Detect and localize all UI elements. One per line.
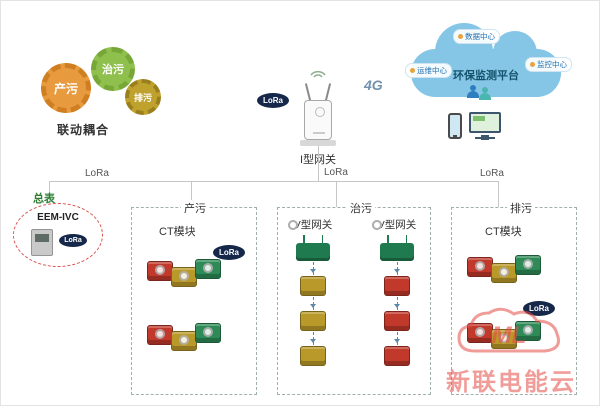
connector-produce xyxy=(191,181,192,207)
bus-label-lora-left: LoRa xyxy=(83,168,111,179)
meter-lora-badge: LoRa xyxy=(59,234,87,247)
ct-module-red xyxy=(467,257,493,277)
vtype-gateway-icon xyxy=(296,235,330,261)
gear-produce-label: 产污 xyxy=(53,81,78,96)
cloud-badge-operations: 运维中心 xyxy=(405,63,452,78)
ct-module-yellow xyxy=(300,311,326,331)
wifi-waves-icon xyxy=(310,70,326,78)
gateway-lora-badge: LoRa xyxy=(257,93,289,108)
ct-module-yellow xyxy=(491,329,517,349)
down-arrow-icon xyxy=(310,332,316,345)
gateway-base-icon xyxy=(300,140,336,146)
connector-discharge xyxy=(498,181,499,207)
gateway-device-icon xyxy=(304,100,332,140)
users-icon xyxy=(467,85,479,98)
meter-model-label: EEM-IVC xyxy=(37,212,79,223)
gears-caption: 联动耦合 xyxy=(57,123,110,137)
ct-module-red xyxy=(467,323,493,343)
gear-produce: 产污 xyxy=(41,63,91,113)
ct-module-green xyxy=(195,323,221,343)
connector-gateway xyxy=(318,146,319,181)
cellular-4g-icon: 4G xyxy=(364,77,383,93)
meter-group-outline xyxy=(13,203,103,267)
ct-module-yellow xyxy=(300,346,326,366)
ct-module-red xyxy=(384,311,410,331)
gateway-antenna-icon xyxy=(304,83,312,101)
ct-module-green xyxy=(195,259,221,279)
cloud-platform-title: 环保监测平台 xyxy=(453,70,519,82)
ct-module-red xyxy=(384,276,410,296)
bus-label-lora-right: LoRa xyxy=(478,168,506,179)
energy-meter-icon xyxy=(31,229,53,256)
treat-column-left: V型网关 xyxy=(281,217,345,366)
down-arrow-icon xyxy=(394,297,400,310)
ct-module-yellow xyxy=(171,331,197,351)
vtype-gateway-label: V型网关 xyxy=(293,219,333,231)
monitor-icon xyxy=(469,112,501,140)
vtype-gateway-label: V型网关 xyxy=(377,219,417,231)
treat-column-right: V型网关 xyxy=(365,217,429,366)
zone-produce-lora-badge: LoRa xyxy=(213,245,245,260)
zone-discharge-lora-badge: LoRa xyxy=(523,301,555,316)
gear-discharge-label: 排污 xyxy=(133,92,152,103)
down-arrow-icon xyxy=(394,262,400,275)
ct-module-yellow xyxy=(300,276,326,296)
gear-treat: 治污 xyxy=(91,47,135,91)
ct-module-green xyxy=(515,321,541,341)
ct-module-green xyxy=(515,255,541,275)
ct-module-red xyxy=(147,261,173,281)
cloud-badge-monitoring: 监控中心 xyxy=(525,57,572,72)
meter-caption: 总表 xyxy=(33,193,55,205)
users-icon xyxy=(479,87,491,100)
zone-treat-title: 治污 xyxy=(347,200,375,216)
gateway-antenna-icon xyxy=(324,83,332,101)
zone-produce-title: 产污 xyxy=(181,200,209,216)
connector-treat xyxy=(336,181,337,207)
zone-discharge-title: 排污 xyxy=(507,200,535,216)
lora-bus-line xyxy=(49,181,498,182)
zone-discharge-module-label: CT模块 xyxy=(485,226,522,238)
down-arrow-icon xyxy=(310,262,316,275)
ct-module-yellow xyxy=(491,263,517,283)
vtype-gateway-icon xyxy=(380,235,414,261)
down-arrow-icon xyxy=(310,297,316,310)
connector-meter xyxy=(49,181,50,203)
ct-module-red xyxy=(384,346,410,366)
zone-produce-module-label: CT模块 xyxy=(159,226,196,238)
gear-treat-label: 治污 xyxy=(102,64,124,76)
bus-label-lora-center: LoRa xyxy=(322,167,350,178)
ct-module-yellow xyxy=(171,267,197,287)
gear-discharge: 排污 xyxy=(125,79,161,115)
cloud-badge-datacenter: 数据中心 xyxy=(453,29,500,44)
down-arrow-icon xyxy=(394,332,400,345)
smartphone-icon xyxy=(448,113,462,139)
ct-module-red xyxy=(147,325,173,345)
monitor-stand-icon xyxy=(475,137,495,139)
